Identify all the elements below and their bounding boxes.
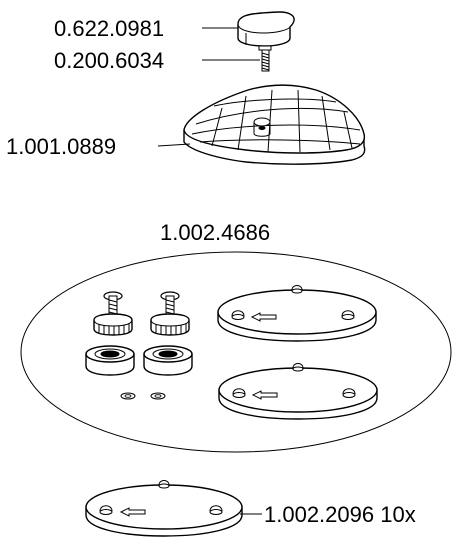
screw-part-code: 0.200.6034 (54, 48, 164, 73)
knob-part (237, 11, 295, 47)
kit-disc-lower (218, 363, 378, 420)
single-disc (85, 480, 243, 537)
bearing-left (85, 345, 135, 376)
thumb-screw-left (93, 291, 133, 336)
plate-part (183, 84, 366, 165)
plate-part-code: 1.001.0889 (6, 134, 116, 159)
kit-part-code: 1.002.4686 (160, 220, 270, 245)
disc-part-code: 1.002.2096 10x (264, 502, 416, 527)
washer-right (150, 392, 166, 400)
plate-leader-line (157, 143, 191, 147)
washer-left (120, 392, 136, 400)
kit-disc-upper (217, 285, 377, 342)
thumb-screw-right (150, 291, 190, 336)
knob-part-code: 0.622.0981 (54, 16, 164, 41)
kit-outline (20, 251, 452, 453)
bearing-right (143, 345, 193, 376)
screw-part (258, 45, 272, 72)
